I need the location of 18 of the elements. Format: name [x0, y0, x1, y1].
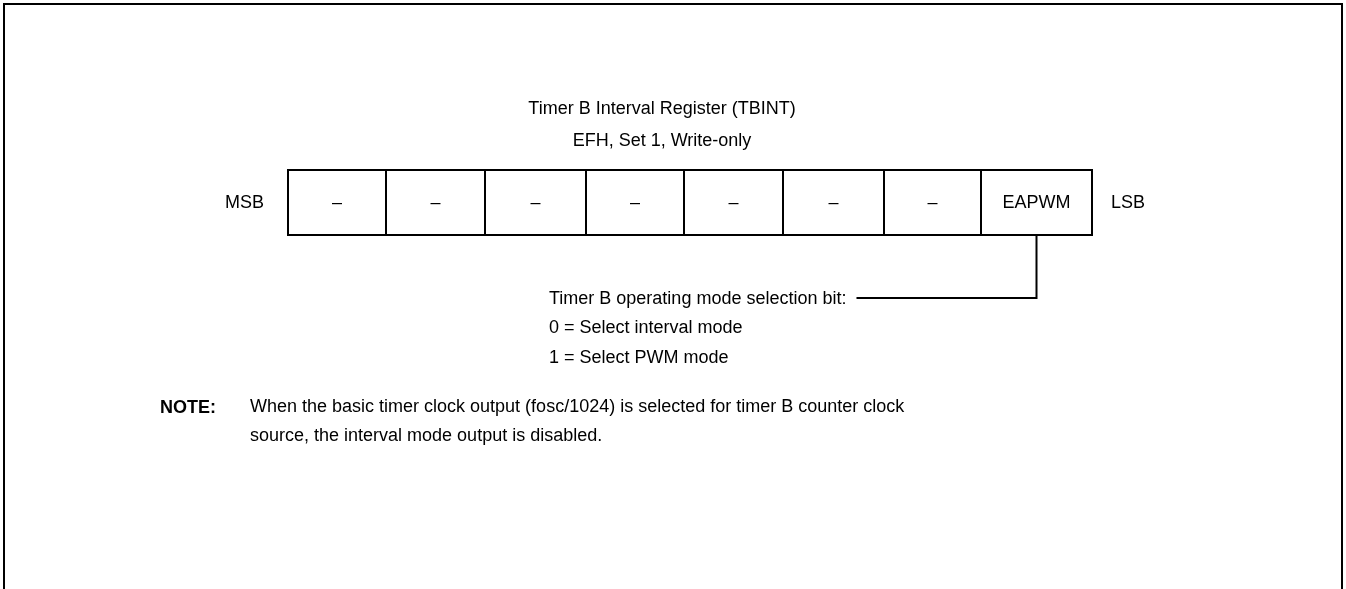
bit-cell: EAPWM — [980, 169, 1093, 236]
leader-line — [855, 235, 1038, 299]
note-label: NOTE: — [160, 396, 216, 418]
bit-cell: – — [683, 169, 784, 236]
bit-description: Timer B operating mode selection bit: — [549, 287, 847, 309]
register-title: Timer B Interval Register (TBINT) — [528, 97, 796, 119]
register-address: EFH, Set 1, Write-only — [572, 129, 752, 151]
lsb-label: LSB — [1111, 191, 1146, 213]
bit-value-description: 0 = Select interval mode — [549, 316, 743, 338]
note-text: When the basic timer clock output (fosc/1024) is selected for timer B counter clock source, the interval mode output is disabled. — [250, 395, 906, 447]
bit-cell: – — [883, 169, 982, 236]
bit-cell: – — [782, 169, 885, 236]
bit-cell: – — [585, 169, 685, 236]
msb-label: MSB — [225, 191, 264, 213]
bit-value-description: 1 = Select PWM mode — [549, 346, 729, 368]
bit-cell: – — [385, 169, 486, 236]
bit-cell: – — [287, 169, 387, 236]
bit-cell: – — [484, 169, 587, 236]
